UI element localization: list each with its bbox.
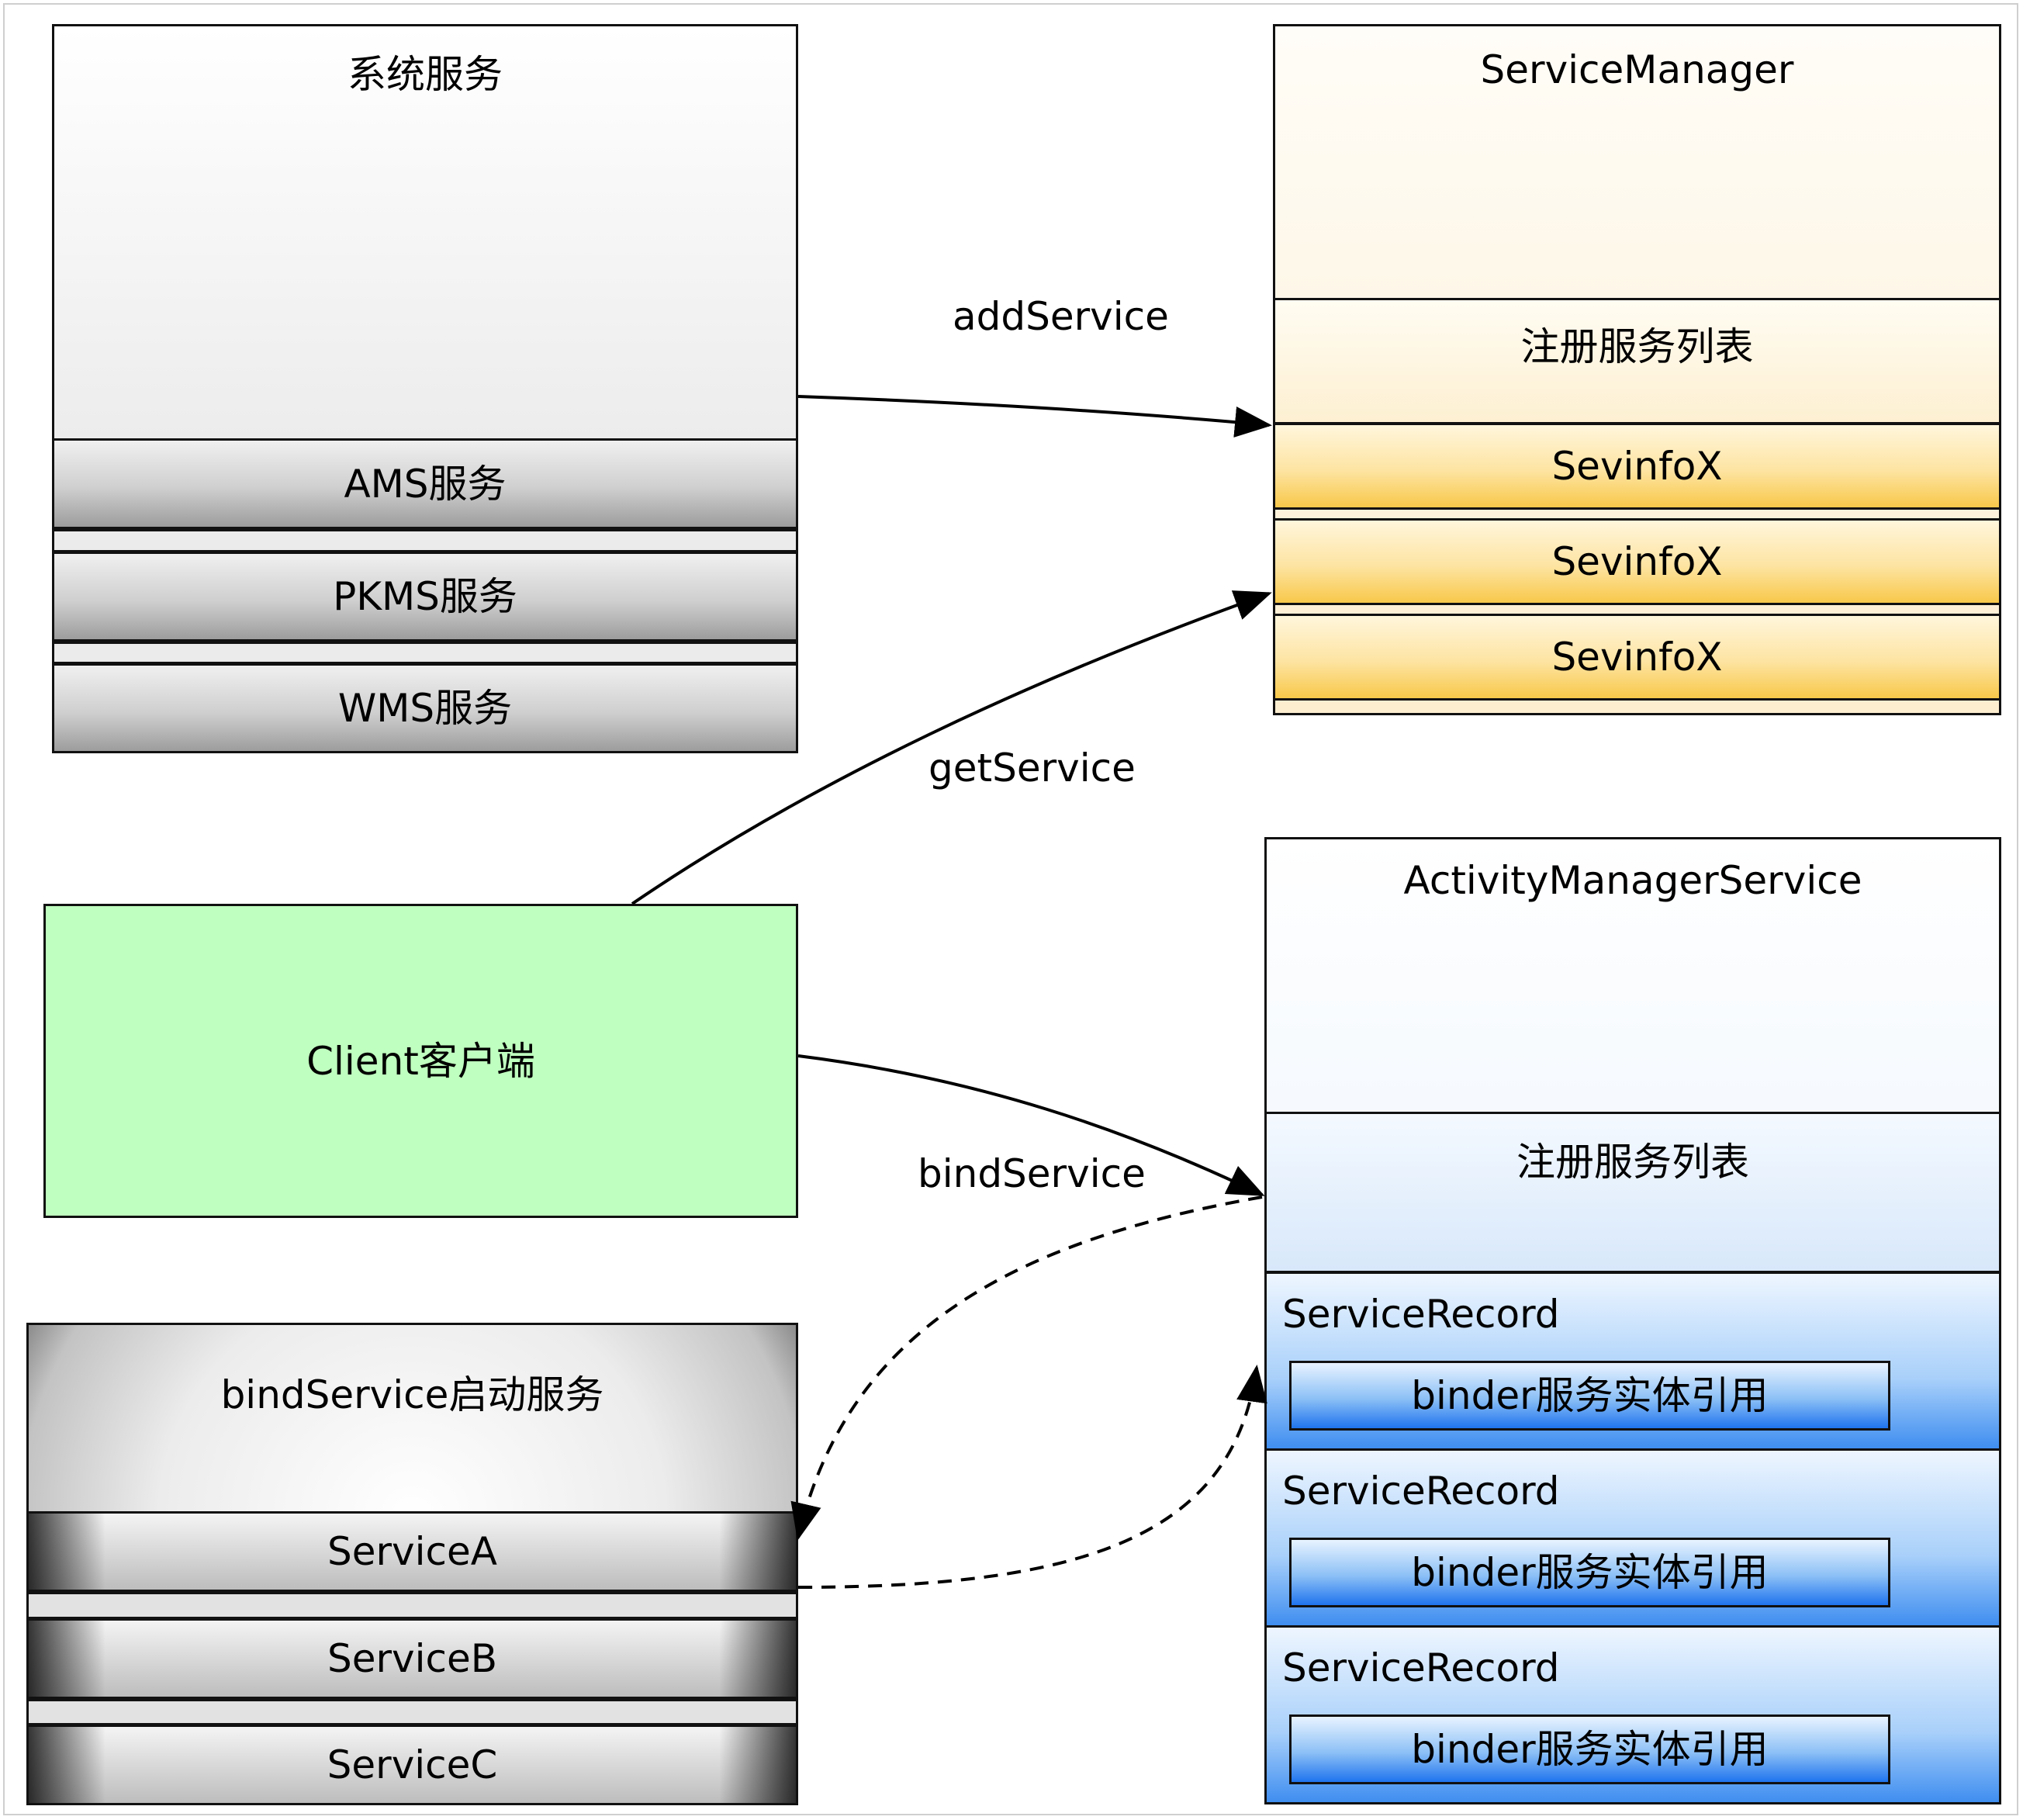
activity-manager-registry-label: 注册服务列表 xyxy=(1516,1140,1749,1185)
client-box: Client客户端 xyxy=(43,904,798,1218)
service-manager-title: ServiceManager xyxy=(1480,47,1794,92)
service-manager-entry-label: SevinfoX xyxy=(1551,635,1723,680)
get-service-arrow xyxy=(631,590,1272,905)
service-record-label: ServiceRecord xyxy=(1282,1645,1560,1690)
registry-to-service-a-dashed-arrow xyxy=(790,1195,1263,1541)
binder-reference-label: binder服务实体引用 xyxy=(1411,1727,1769,1772)
system-service-gap xyxy=(52,529,798,552)
system-services-title: 系统服务 xyxy=(348,52,503,97)
client-title: Client客户端 xyxy=(306,1038,535,1084)
system-service-wms-label: WMS服务 xyxy=(337,686,513,731)
service-manager-entry-label: SevinfoX xyxy=(1551,444,1723,489)
system-service-pkms-label: PKMS服务 xyxy=(333,574,517,619)
bound-service-c: ServiceC xyxy=(26,1725,798,1805)
bound-service-b-label: ServiceB xyxy=(327,1636,498,1681)
bound-service-gap xyxy=(26,1592,798,1619)
binder-reference-label: binder服务实体引用 xyxy=(1411,1550,1769,1595)
service-manager-entry: SevinfoX xyxy=(1273,614,2001,701)
service-record-label: ServiceRecord xyxy=(1282,1292,1560,1337)
bound-service-a: ServiceA xyxy=(26,1511,798,1592)
get-service-label: getService xyxy=(929,746,1136,791)
bind-service-label: bindService xyxy=(918,1151,1146,1196)
binder-reference: binder服务实体引用 xyxy=(1289,1361,1890,1431)
binder-reference: binder服务实体引用 xyxy=(1289,1538,1890,1607)
service-record-label: ServiceRecord xyxy=(1282,1469,1560,1514)
system-service-pkms: PKMS服务 xyxy=(52,552,798,642)
service-manager-entry: SevinfoX xyxy=(1273,423,2001,510)
service-manager-entry: SevinfoX xyxy=(1273,518,2001,605)
bound-service-a-label: ServiceA xyxy=(327,1529,497,1574)
add-service-label: addService xyxy=(953,294,1169,339)
system-service-ams: AMS服务 xyxy=(52,438,798,529)
service-manager-entry-label: SevinfoX xyxy=(1551,539,1723,584)
service-manager-registry-label: 注册服务列表 xyxy=(1520,324,1754,369)
system-service-gap xyxy=(52,642,798,664)
bound-service-b: ServiceB xyxy=(26,1618,798,1699)
service-a-to-record-dashed-arrow xyxy=(797,1365,1267,1589)
system-service-wms: WMS服务 xyxy=(52,663,798,753)
system-service-ams-label: AMS服务 xyxy=(344,461,507,507)
diagram-frame xyxy=(3,3,2018,1815)
add-service-arrow xyxy=(797,395,1272,438)
bound-service-gap xyxy=(26,1699,798,1725)
activity-manager-service-title: ActivityManagerService xyxy=(1403,858,1862,903)
binder-reference-label: binder服务实体引用 xyxy=(1411,1373,1769,1418)
bound-service-c-label: ServiceC xyxy=(327,1742,498,1787)
bind-started-services-title: bindService启动服务 xyxy=(220,1372,604,1417)
bind-service-arrow xyxy=(797,1054,1265,1196)
binder-reference: binder服务实体引用 xyxy=(1289,1714,1890,1784)
